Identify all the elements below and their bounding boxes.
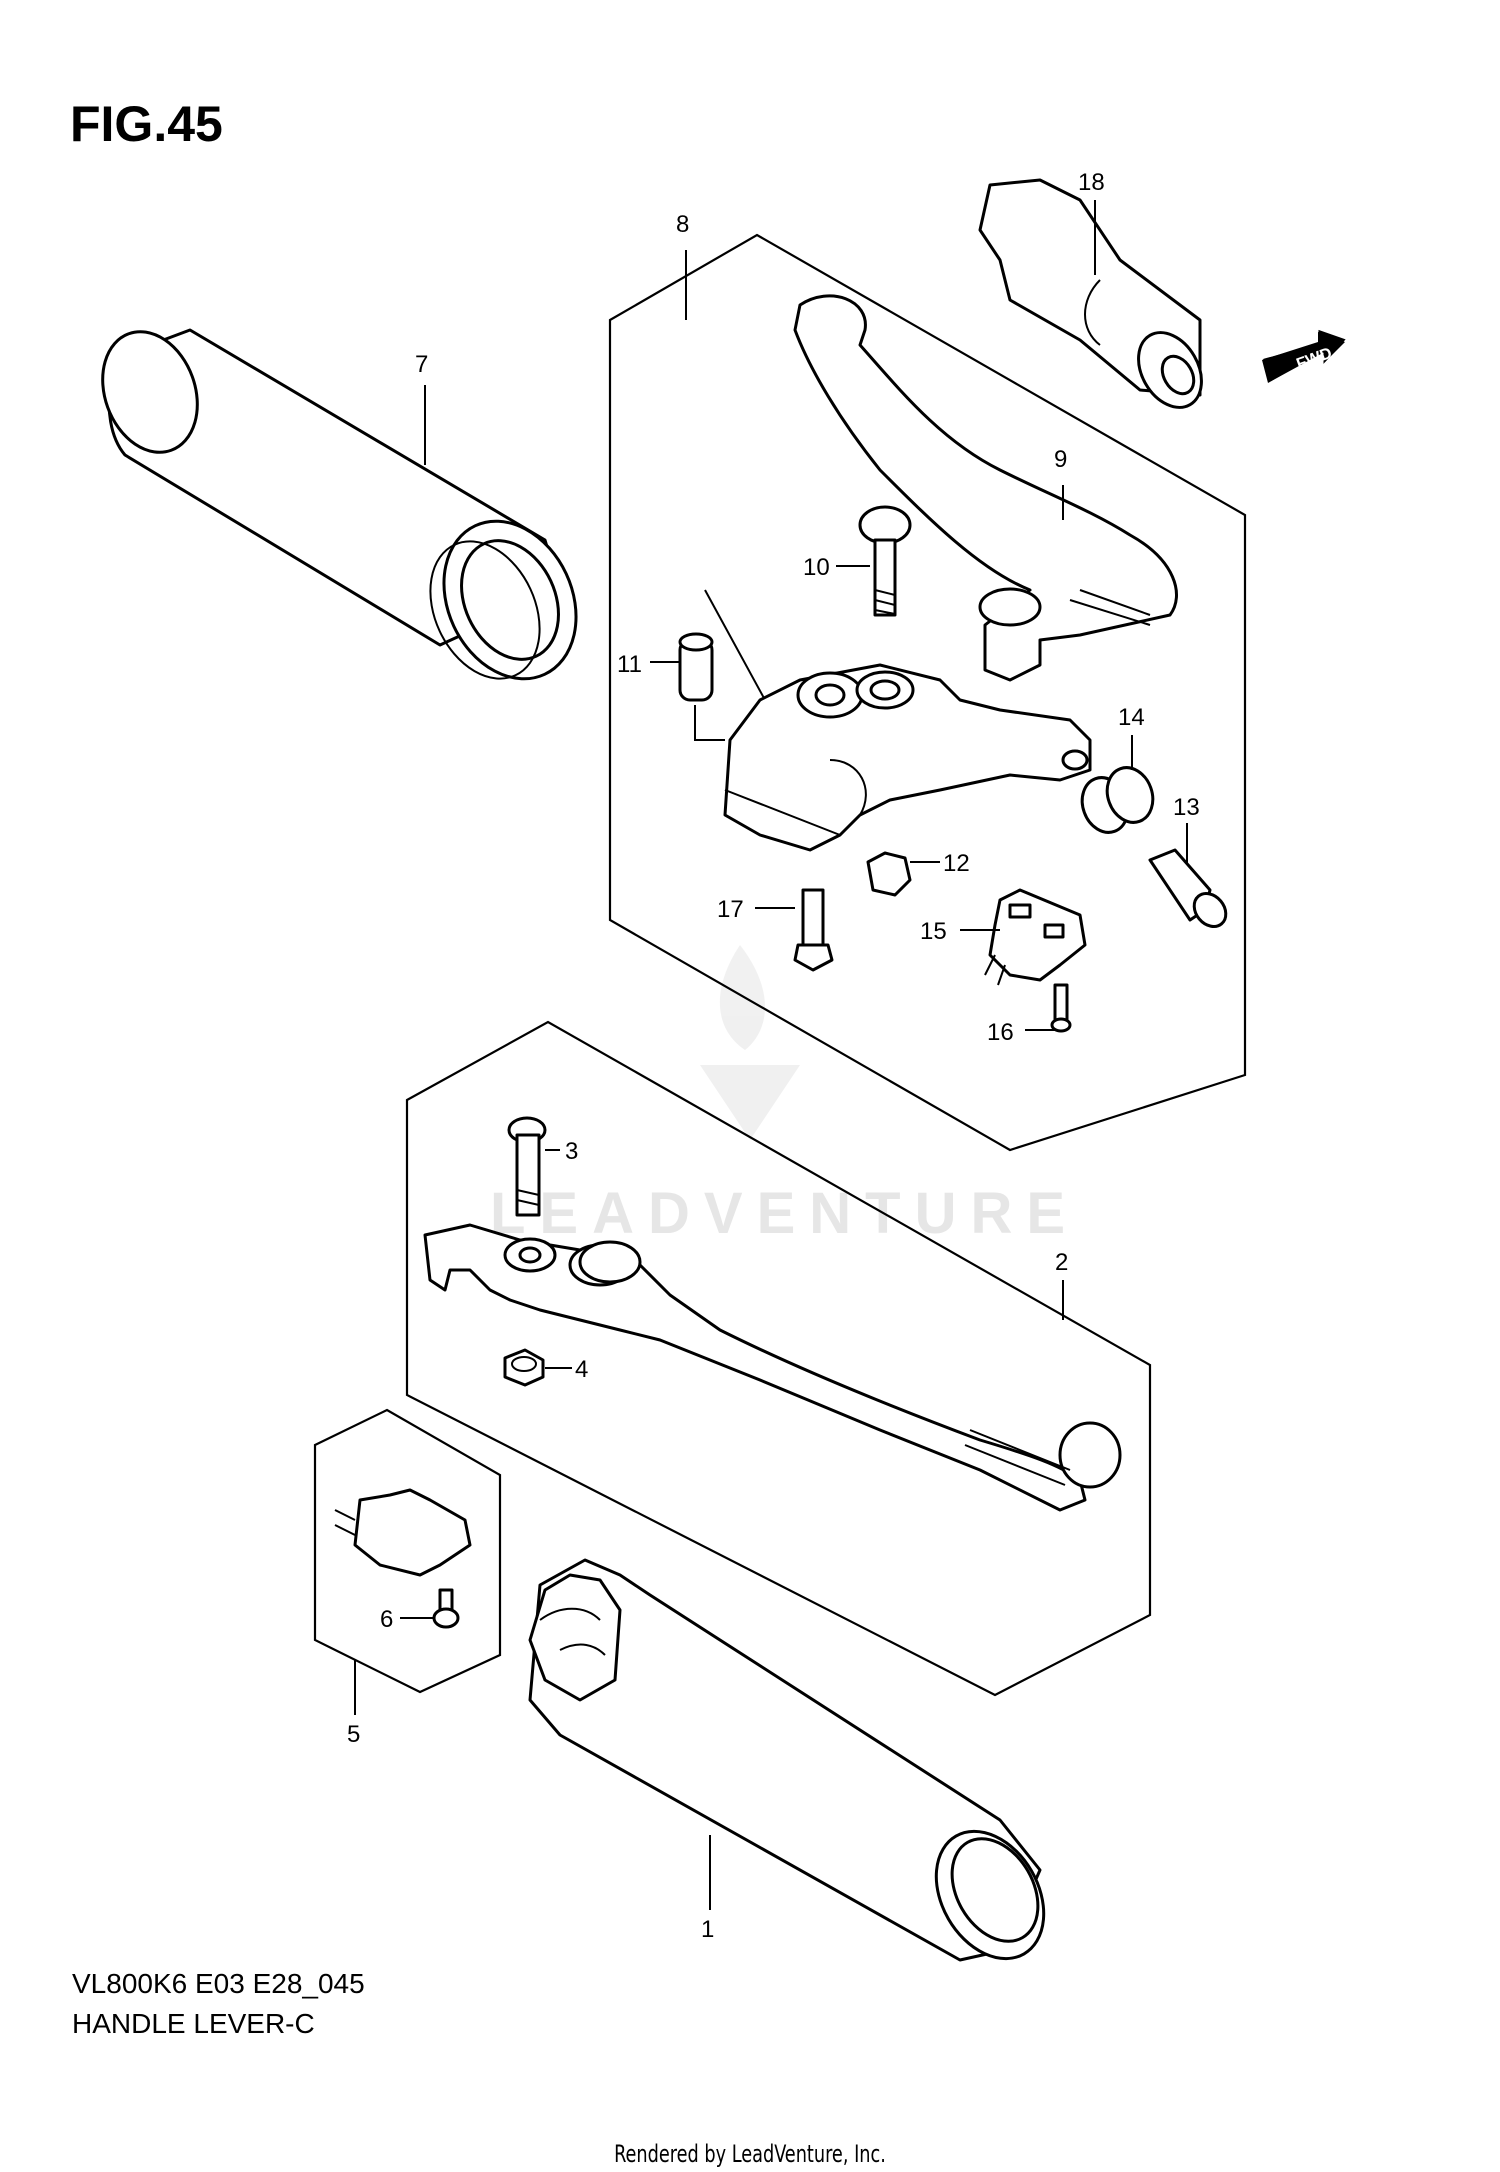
callout-6: 6: [380, 1606, 393, 1633]
part-11-bushing: [678, 589, 766, 741]
callout-14: 14: [1118, 704, 1145, 731]
watermark: LEADVENTURE: [490, 1181, 1080, 1246]
model-code: VL800K6 E03 E28_045: [72, 1968, 365, 1999]
callout-17: 17: [717, 896, 744, 923]
part-6-screw: [432, 1588, 460, 1629]
part-14-adjuster: [1080, 766, 1155, 834]
assembly-box-2: [405, 1020, 1152, 1697]
lever-bracket: [723, 663, 1092, 852]
fwd-arrow-badge: [1262, 329, 1346, 383]
watermark-logo: [700, 945, 800, 1140]
callout-4: 4: [575, 1356, 588, 1383]
part-7-grip: [101, 328, 578, 681]
callout-15: 15: [920, 918, 947, 945]
rendered-by-credit: Rendered by LeadVenture, Inc.: [614, 2140, 886, 2168]
figure-title: FIG.45: [70, 96, 223, 152]
part-17-bolt: [793, 888, 834, 972]
callout-12: 12: [943, 850, 970, 877]
callout-1: 1: [701, 1916, 714, 1943]
part-10-pivot-bolt: [858, 505, 912, 617]
part-9-lever: [793, 294, 1178, 682]
part-12-nut: [866, 851, 912, 897]
callout-5: 5: [347, 1721, 360, 1748]
part-2-brake-lever: [423, 1223, 1122, 1512]
part-16-screw: [1050, 983, 1072, 1033]
callout-7: 7: [415, 351, 428, 378]
part-3-pivot-bolt: [507, 1116, 547, 1217]
part-15-switch: [984, 888, 1087, 986]
part-18-lever-cover: [978, 178, 1203, 409]
part-4-nut: [503, 1348, 545, 1387]
assembly-box-8: [608, 233, 1247, 1152]
callout-13: 13: [1173, 794, 1200, 821]
callout-11: 11: [617, 651, 642, 678]
callout-18: 18: [1078, 169, 1105, 196]
callout-9: 9: [1054, 446, 1067, 473]
callout-3: 3: [565, 1138, 578, 1165]
callout-16: 16: [987, 1019, 1014, 1046]
part-1-throttle-grip: [528, 1558, 1046, 1962]
section-name: HANDLE LEVER-C: [72, 2008, 315, 2039]
part-13-adjuster-bolt: [1148, 848, 1228, 928]
part-5-switch: [334, 1488, 472, 1577]
callout-8: 8: [676, 211, 689, 238]
callout-10: 10: [803, 554, 830, 581]
callout-2: 2: [1055, 1249, 1068, 1276]
assembly-box-5: [313, 1408, 502, 1694]
